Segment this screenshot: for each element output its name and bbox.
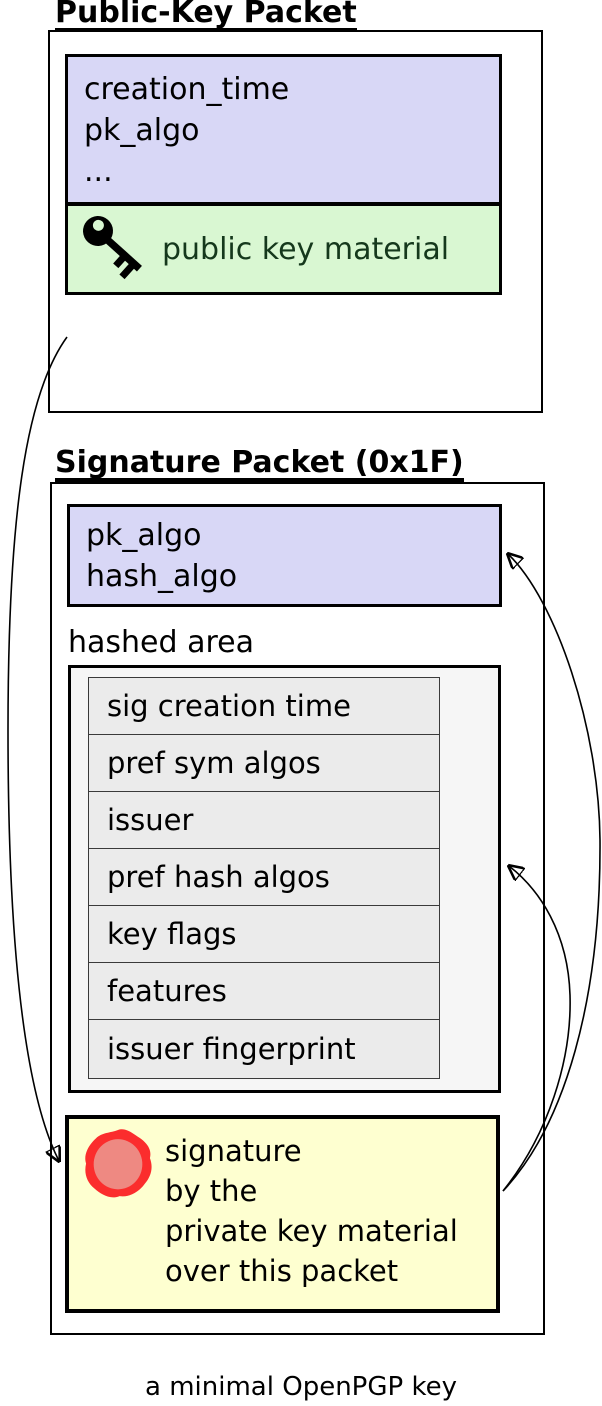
signature-packet-title: Signature Packet (0x1F) xyxy=(55,445,464,482)
field-pk-algo: pk_algo xyxy=(86,518,202,553)
signature-description: signature by the private key material ov… xyxy=(165,1131,458,1291)
public-key-fields-box: creation_time pk_algo ... xyxy=(68,57,499,206)
public-key-packet-title: Public-Key Packet xyxy=(55,0,357,32)
signature-fields-box: pk_algo hash_algo xyxy=(67,504,502,607)
signature-line: by the xyxy=(165,1174,258,1208)
public-key-packet-contents: creation_time pk_algo ... public key mat… xyxy=(65,54,502,295)
signature-value-box: signature by the private key material ov… xyxy=(65,1115,500,1313)
subpacket-sig-creation-time: sig creation time xyxy=(89,678,439,735)
subpacket-pref-hash-algos: pref hash algos xyxy=(89,849,439,906)
field-ellipsis: ... xyxy=(84,154,113,189)
key-icon xyxy=(76,209,150,289)
subpacket-key-flags: key flags xyxy=(89,906,439,963)
subpacket-pref-sym-algos: pref sym algos xyxy=(89,735,439,792)
public-key-material-box: public key material xyxy=(68,206,499,292)
subpacket-features: features xyxy=(89,963,439,1020)
field-creation-time: creation_time xyxy=(84,72,290,107)
subpacket-issuer: issuer xyxy=(89,792,439,849)
signature-line: over this packet xyxy=(165,1254,399,1288)
subpacket-issuer-fingerprint: issuer fingerprint xyxy=(89,1020,439,1078)
signature-line: signature xyxy=(165,1134,302,1168)
public-key-material-label: public key material xyxy=(162,231,450,267)
seal-icon xyxy=(77,1127,159,1207)
signature-line: private key material xyxy=(165,1214,458,1248)
field-pk-algo: pk_algo xyxy=(84,113,200,148)
hashed-area-box: sig creation time pref sym algos issuer … xyxy=(68,665,501,1093)
subpacket-list: sig creation time pref sym algos issuer … xyxy=(88,677,440,1079)
diagram-caption: a minimal OpenPGP key xyxy=(145,1372,457,1402)
hashed-area-label: hashed area xyxy=(68,625,254,660)
field-hash-algo: hash_algo xyxy=(86,559,238,594)
